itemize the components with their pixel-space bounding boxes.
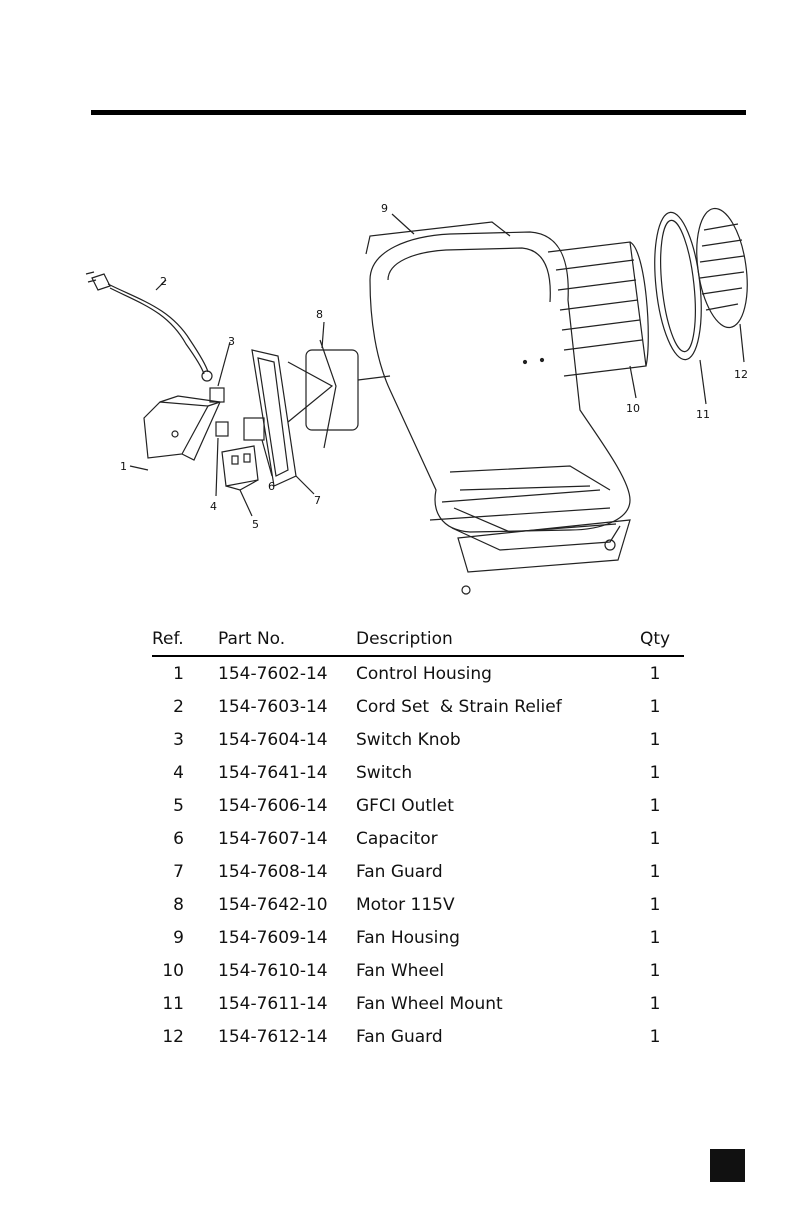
- foot-drawing: [604, 539, 616, 551]
- callout-9: 9: [381, 202, 388, 215]
- header-qty: Qty: [626, 628, 684, 657]
- bottom-grille-drawing: [457, 519, 631, 573]
- callout-5: 5: [252, 518, 259, 531]
- callout-6: 6: [268, 480, 275, 493]
- foot-drawing-2: [461, 585, 471, 595]
- header-part-no: Part No.: [218, 628, 356, 657]
- callout-12: 12: [734, 368, 748, 381]
- switch-drawing: [215, 421, 229, 437]
- callout-4: 4: [210, 500, 217, 513]
- callout-10: 10: [626, 402, 640, 415]
- gfci-outlet-drawing: [221, 445, 259, 491]
- callout-7: 7: [314, 494, 321, 507]
- callout-3: 3: [228, 335, 235, 348]
- motor-drawing: [287, 339, 391, 449]
- header-ref: Ref.: [152, 628, 218, 657]
- callout-8: 8: [316, 308, 323, 321]
- callout-2: 2: [160, 275, 167, 288]
- table-header-row: Ref. Part No. Description Qty: [152, 628, 684, 657]
- capacitor-drawing: [243, 417, 265, 441]
- header-rule: [91, 110, 746, 115]
- control-housing-drawing: [143, 395, 221, 461]
- fan-housing-drawing: [365, 221, 631, 551]
- callout-11: 11: [696, 408, 710, 421]
- callout-1: 1: [120, 460, 127, 473]
- header-description: Description: [356, 628, 626, 657]
- page-marker-box: [710, 1149, 745, 1182]
- fan-wheel-drawing: [547, 241, 649, 377]
- cord-set-drawing: [85, 271, 213, 382]
- exploded-parts-diagram: 1 2 3 4 5 6 7 8 9 10 11 12: [85, 202, 748, 595]
- switch-knob-drawing: [209, 387, 225, 403]
- front-fan-guard-drawing: [696, 207, 748, 329]
